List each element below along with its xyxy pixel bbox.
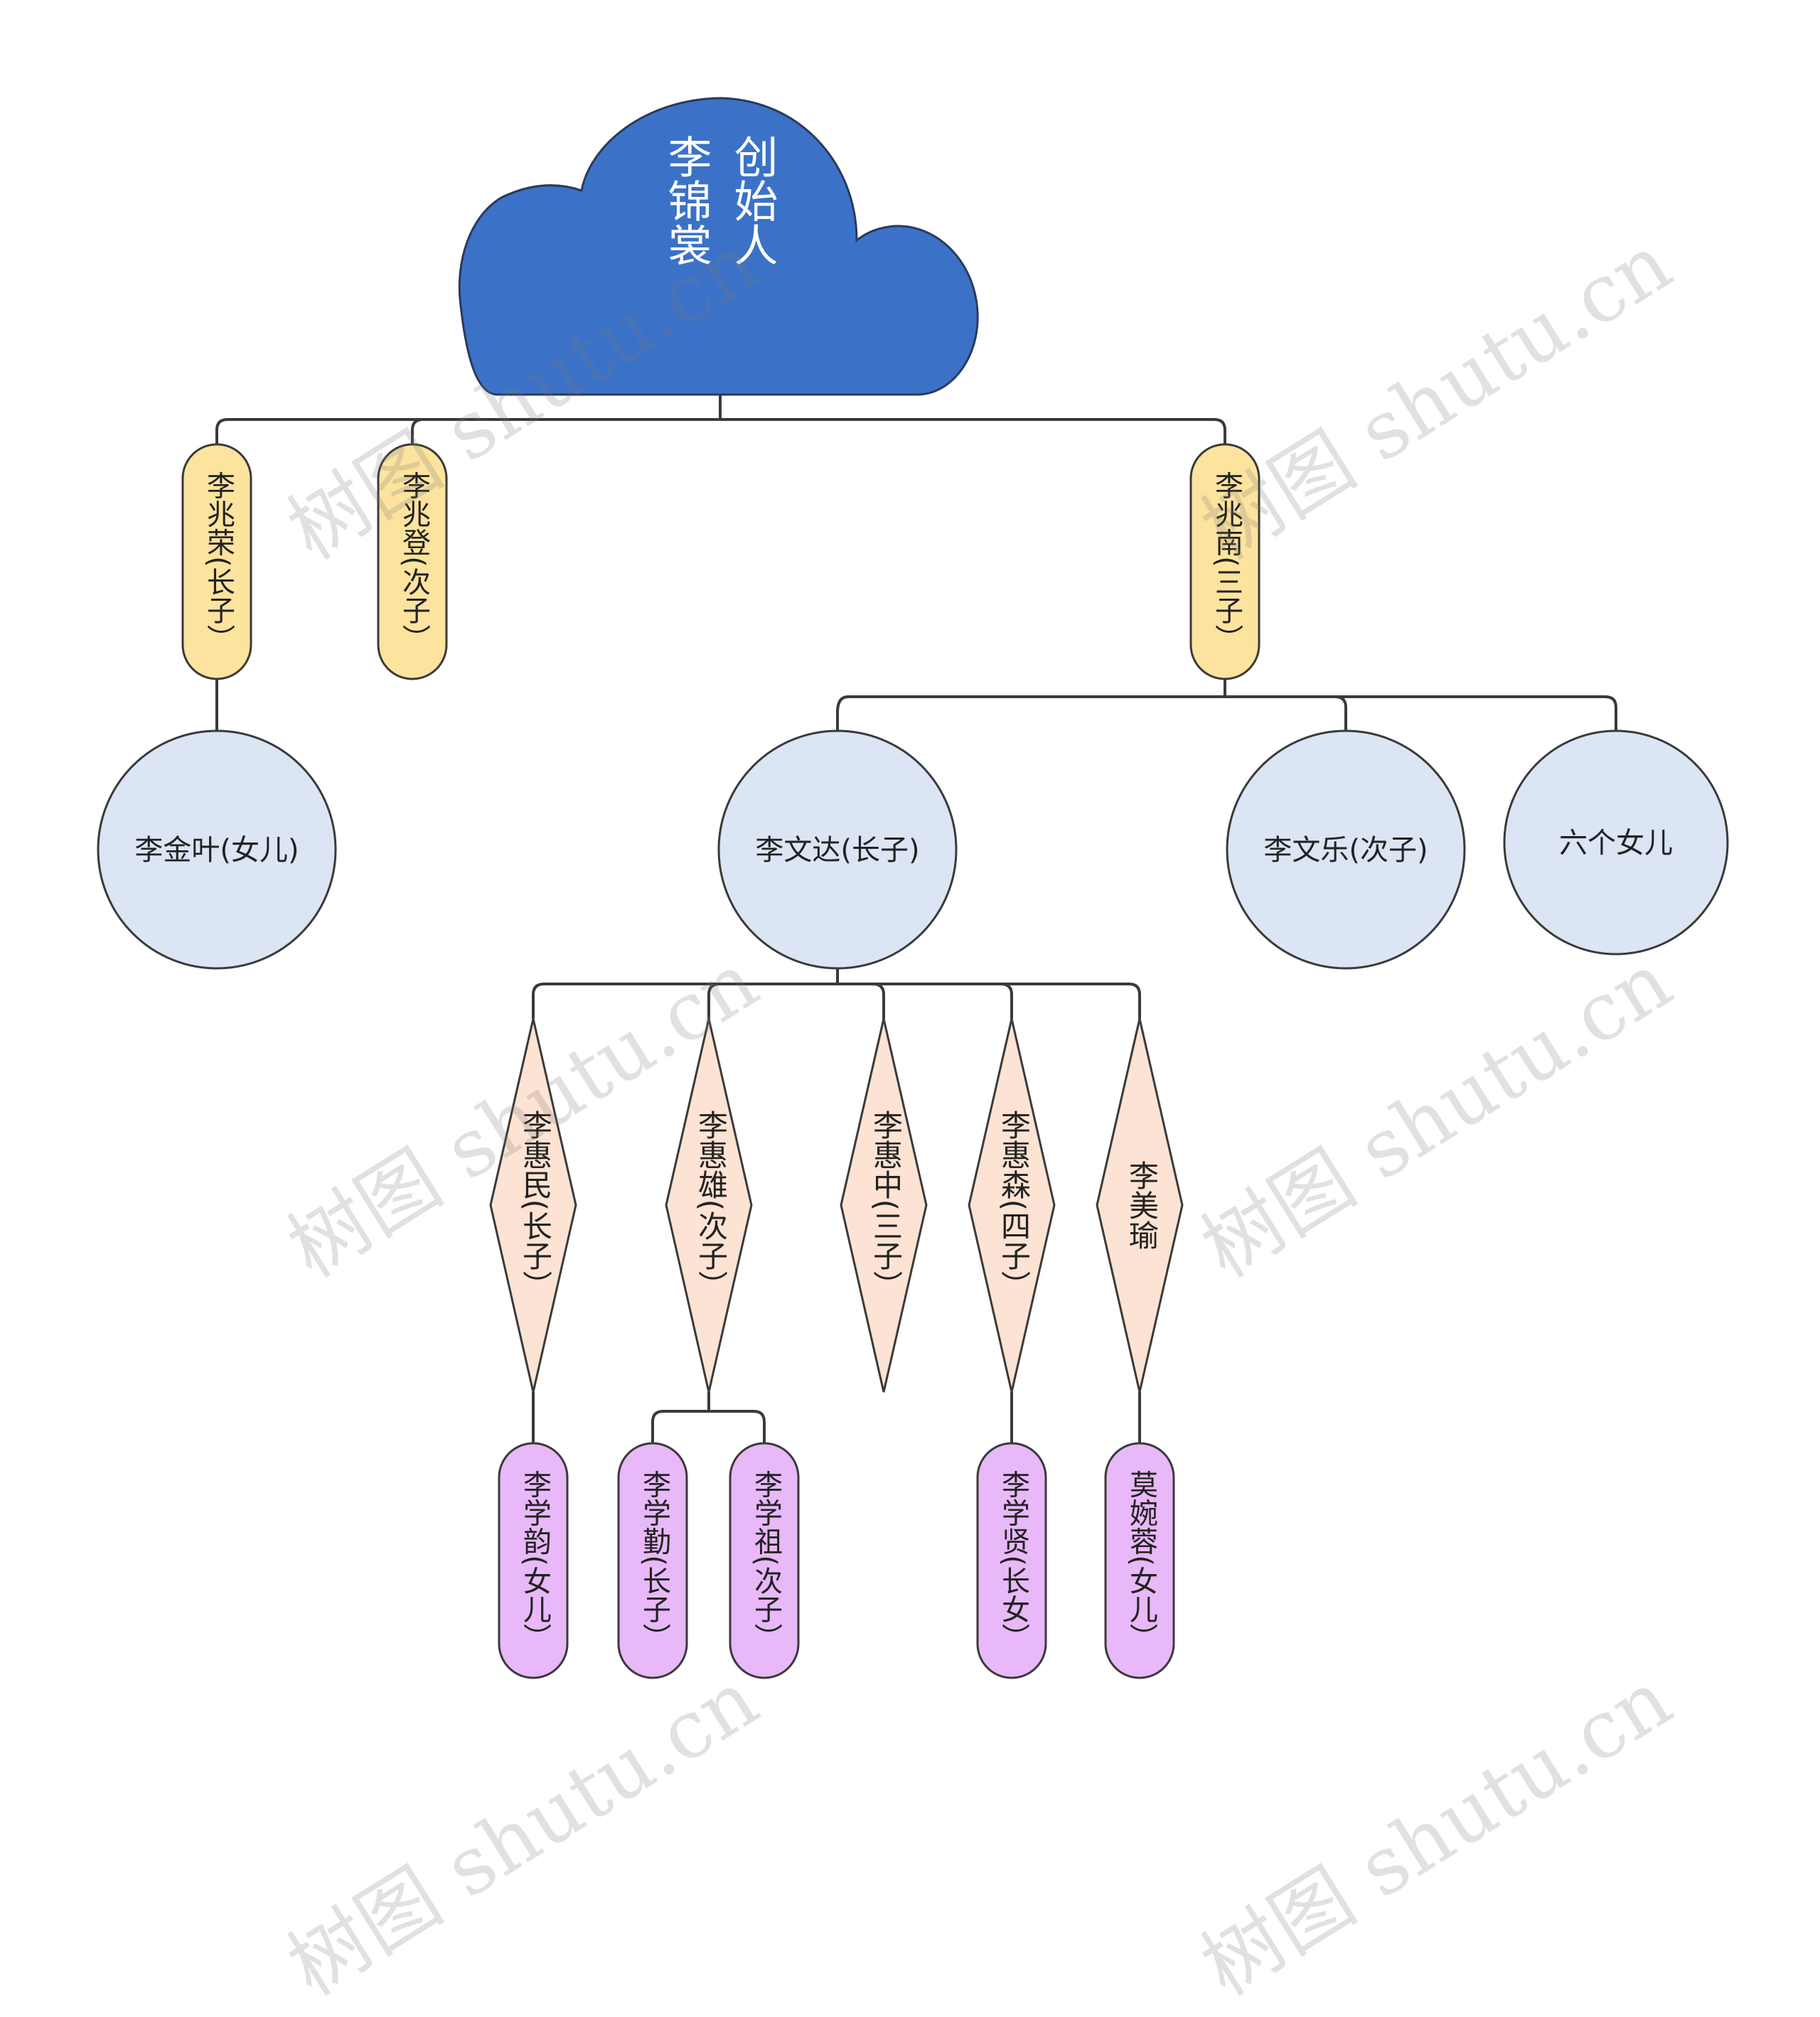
great-grandchild-label: 李惠中(三子） (869, 1110, 904, 1300)
great-grandchild-node[interactable]: 李惠森(四子） (968, 1018, 1056, 1393)
fifth-gen-node[interactable]: 李学韵(女儿） (498, 1442, 569, 1679)
grandchild-circle (717, 729, 958, 970)
family-tree-canvas: 创始人 李锦裳 李兆荣(长子） 李兆登(次子） 李兆南(三子） 李金叶(女儿) … (97, 97, 1729, 2013)
son-node[interactable]: 李兆荣(长子） (181, 443, 252, 680)
fifth-gen-pill (498, 1442, 569, 1679)
root-title-line1: 创始人 (727, 134, 778, 267)
son-label: 李兆南(三子） (1210, 471, 1243, 653)
fifth-gen-label: 李学勤(长子） (638, 1470, 671, 1652)
great-grandchild-diamond (840, 1018, 928, 1393)
great-grandchild-label: 李惠民(长子） (518, 1110, 553, 1300)
root-title-line2: 李锦裳 (660, 134, 712, 267)
son-label: 李兆登(次子） (397, 471, 431, 653)
grandchild-node[interactable]: 李文达(长子) (717, 729, 958, 970)
son-pill (1189, 443, 1260, 680)
great-grandchild-diamond (665, 1018, 753, 1393)
connector-lines (215, 395, 1617, 1443)
son-node[interactable]: 李兆南(三子） (1189, 443, 1260, 680)
son-pill (181, 443, 252, 680)
great-grandchild-diamond (1096, 1018, 1184, 1393)
son-pill (377, 443, 448, 680)
fifth-gen-pill (976, 1442, 1047, 1679)
cloud-shape (458, 97, 979, 396)
great-grandchild-diamond (489, 1018, 577, 1393)
fifth-gen-node[interactable]: 李学勤(长子） (617, 1442, 688, 1679)
son-label: 李兆荣(长子） (202, 471, 235, 653)
great-grandchild-node[interactable]: 李惠民(长子） (489, 1018, 577, 1393)
grandchild-label: 六个女儿 (1559, 827, 1673, 860)
great-grandchild-label: 李惠森(四子） (997, 1110, 1032, 1300)
fifth-gen-pill (1104, 1442, 1175, 1679)
grandchild-label: 李金叶(女儿) (134, 834, 299, 867)
great-grandchild-diamond (968, 1018, 1056, 1393)
fifth-gen-label: 李学贤(长女） (997, 1470, 1030, 1652)
great-grandchild-label: 李美瑜 (1125, 1160, 1160, 1250)
fifth-gen-label: 李学韵(女儿） (518, 1470, 552, 1652)
grandchild-circle (1503, 729, 1729, 956)
great-grandchild-node[interactable]: 李惠雄(次子） (665, 1018, 753, 1393)
root-node-founder[interactable]: 创始人 李锦裳 (458, 97, 979, 396)
fifth-gen-node[interactable]: 莫婉蓉(女儿） (1104, 1442, 1175, 1679)
fifth-gen-node[interactable]: 李学祖(次子） (729, 1442, 800, 1679)
fifth-gen-label: 莫婉蓉(女儿） (1125, 1470, 1158, 1652)
son-node[interactable]: 李兆登(次子） (377, 443, 448, 680)
grandchild-label: 李文乐(次子) (1263, 834, 1428, 867)
fifth-gen-pill (729, 1442, 800, 1679)
fifth-gen-label: 李学祖(次子） (749, 1470, 783, 1652)
family-tree-diagram: 创始人 李锦裳 李兆荣(长子） 李兆登(次子） 李兆南(三子） 李金叶(女儿) … (97, 97, 1729, 1679)
great-grandchild-node[interactable]: 李惠中(三子） (840, 1018, 928, 1393)
fifth-gen-pill (617, 1442, 688, 1679)
grandchild-circle (97, 729, 337, 970)
great-grandchild-node[interactable]: 李美瑜 (1096, 1018, 1184, 1393)
fifth-gen-node[interactable]: 李学贤(长女） (976, 1442, 1047, 1679)
grandchild-node[interactable]: 李金叶(女儿) (97, 729, 337, 970)
grandchild-node[interactable]: 六个女儿 (1503, 729, 1729, 956)
grandchild-node[interactable]: 李文乐(次子) (1226, 729, 1466, 970)
grandchild-circle (1226, 729, 1466, 970)
great-grandchild-label: 李惠雄(次子） (694, 1110, 729, 1300)
grandchild-label: 李文达(长子) (755, 834, 919, 867)
